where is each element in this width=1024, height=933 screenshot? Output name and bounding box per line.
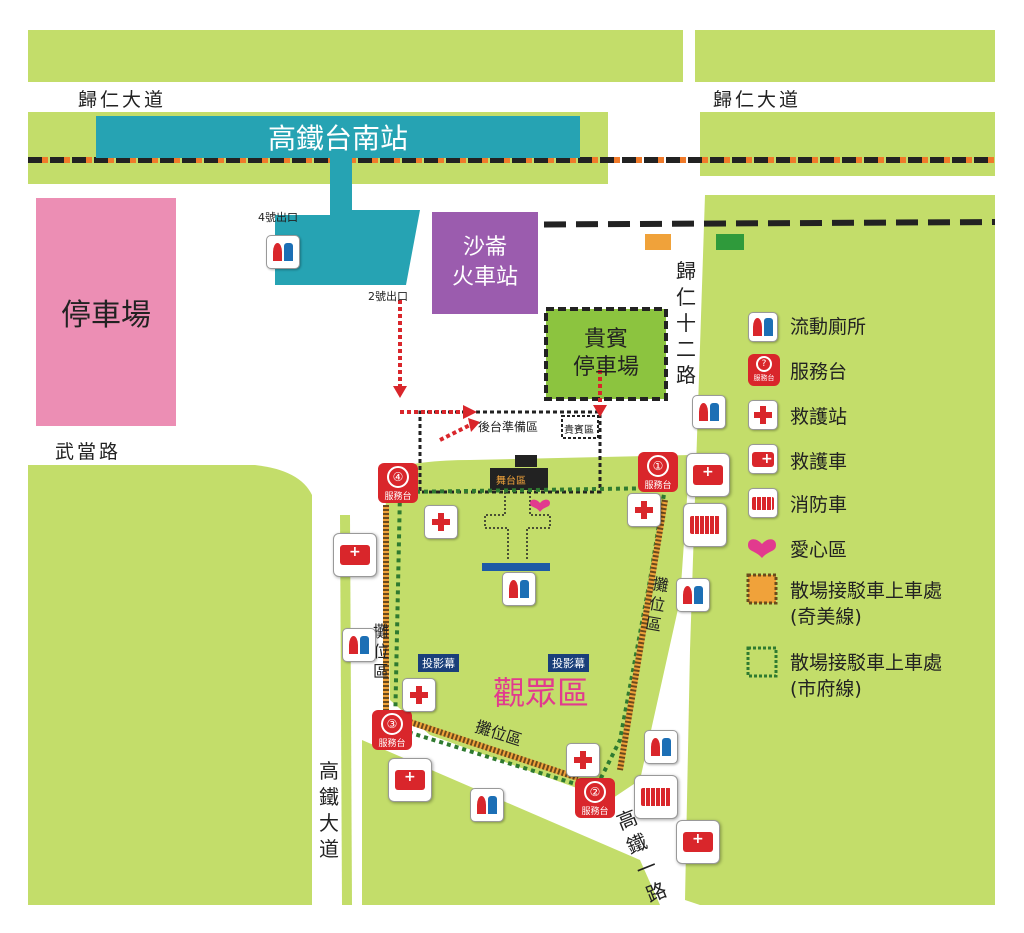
fire-truck-icon — [634, 775, 678, 819]
toilet-icon — [470, 788, 504, 822]
service-desk-2[interactable]: ② 服務台 — [575, 778, 615, 818]
city-shuttle-marker — [716, 234, 744, 250]
ambulance-icon — [333, 533, 377, 577]
vip-parking-block — [544, 307, 668, 401]
legend-ambulance-icon — [748, 444, 778, 474]
ambulance-icon — [676, 820, 720, 864]
stage-label: 舞台區 — [496, 476, 526, 487]
arrow-head-1 — [393, 386, 407, 398]
service-desk-1-label: 服務台 — [644, 481, 672, 491]
hsr-station-concourse — [275, 158, 420, 285]
exit-4-label: 4號出口 — [258, 211, 298, 224]
first-aid-icon — [402, 678, 436, 712]
vip-parking-line1: 貴賓 — [583, 327, 628, 352]
toilet-icon — [644, 730, 678, 764]
shalun-line1: 沙崙 — [462, 235, 507, 260]
service-desk-3-label: 服務台 — [378, 739, 406, 749]
vip-parking-line2: 停車場 — [572, 355, 639, 380]
legend-ambulance-label: 救護車 — [790, 451, 848, 473]
legend-toilet-label: 流動廁所 — [790, 316, 867, 338]
first-aid-icon — [424, 505, 458, 539]
screen-left: 投影幕 — [418, 654, 459, 672]
first-aid-icon — [627, 493, 661, 527]
stage-block — [490, 468, 548, 490]
first-aid-icon — [566, 743, 600, 777]
toilet-icon — [342, 628, 376, 662]
fire-truck-icon — [683, 503, 727, 547]
ambulance-icon — [686, 453, 730, 497]
legend-chimei-label: 散場接駁車上車處 (奇美線) — [790, 578, 942, 630]
legend-fire-truck-label: 消防車 — [790, 494, 848, 516]
stalls-right-dots — [617, 499, 668, 771]
legend-chimei-line2: (奇美線) — [790, 606, 862, 628]
legend-city-line1: 散場接駁車上車處 — [790, 652, 943, 674]
stalls-left-label: 攤位區 — [372, 622, 389, 681]
parking-block — [36, 198, 176, 426]
arrow-diag — [439, 423, 471, 442]
legend-toilet-icon — [748, 312, 778, 342]
vip-area-label: 貴賓區 — [564, 425, 594, 436]
ambulance-icon — [388, 758, 432, 802]
toilet-icon — [502, 572, 536, 606]
audience-area-label: 觀眾區 — [493, 674, 590, 712]
legend-first-aid-label: 救護站 — [790, 406, 848, 428]
legend-heart-icon — [748, 539, 776, 558]
legend-city-line2: (市府線) — [790, 678, 862, 700]
vip-area-box — [561, 415, 599, 439]
legend-love-zone-label: 愛心區 — [790, 539, 848, 561]
legend-chimei-line1: 散場接駁車上車處 — [790, 580, 943, 602]
chimei-shuttle-marker — [645, 234, 671, 250]
service-desk-3-number: ③ — [381, 713, 403, 735]
legend-service-desk-icon: ? 服務台 — [748, 354, 780, 386]
service-desk-4[interactable]: ④ 服務台 — [378, 463, 418, 503]
toilet-icon — [676, 578, 710, 612]
arrow-head-4 — [593, 405, 607, 417]
toilet-icon — [266, 235, 300, 269]
service-desk-2-number: ② — [584, 781, 606, 803]
legend-service-icon-text: 服務台 — [753, 374, 775, 382]
railway-line-2 — [447, 219, 996, 228]
road-wudang: 武當路 — [55, 441, 122, 463]
service-desk-2-label: 服務台 — [581, 807, 609, 817]
screen-right: 投影幕 — [548, 654, 589, 672]
grass-areas — [28, 30, 995, 905]
service-desk-1[interactable]: ① 服務台 — [638, 452, 678, 492]
stage-front-bar — [482, 563, 550, 571]
road-guiren-avenue-left: 歸仁大道 — [78, 89, 167, 111]
stalls-bottom-dots — [409, 719, 579, 781]
backstage-boundary — [418, 410, 602, 494]
arrow-head-2 — [463, 405, 477, 419]
stage-top — [515, 455, 537, 467]
service-desk-1-number: ① — [647, 455, 669, 477]
arrow-head-3 — [468, 418, 480, 432]
toilet-icon — [692, 395, 726, 429]
hsr-station-block — [96, 116, 580, 158]
parking-label: 停車場 — [61, 298, 151, 333]
love-zone-heart — [530, 499, 550, 512]
legend-city-swatch — [746, 646, 778, 678]
service-desk-4-number: ④ — [387, 466, 409, 488]
legend-first-aid-icon — [748, 400, 778, 430]
service-desk-4-label: 服務台 — [384, 492, 412, 502]
legend-fire-truck-icon — [748, 488, 778, 518]
legend-city-label: 散場接駁車上車處 (市府線) — [790, 650, 942, 702]
shalun-station-label: 沙崙 火車站 — [432, 212, 538, 314]
legend-chimei-swatch — [746, 573, 778, 605]
exit-2-label: 2號出口 — [368, 290, 408, 303]
road-guiren-avenue-right: 歸仁大道 — [713, 89, 802, 111]
road-hsr-avenue: 高鐵大道 — [319, 759, 339, 861]
backstage-label: 後台準備區 — [478, 420, 539, 434]
shalun-station-block — [432, 212, 538, 314]
vip-parking-label: 貴賓 停車場 — [546, 309, 666, 399]
shalun-line2: 火車站 — [451, 265, 518, 290]
legend-service-desk-label: 服務台 — [790, 361, 848, 383]
service-desk-3[interactable]: ③ 服務台 — [372, 710, 412, 750]
road-guiren-12th: 歸仁十二路 — [676, 259, 696, 387]
hsr-station-label: 高鐵台南站 — [267, 122, 408, 155]
stage-runway — [484, 492, 551, 560]
